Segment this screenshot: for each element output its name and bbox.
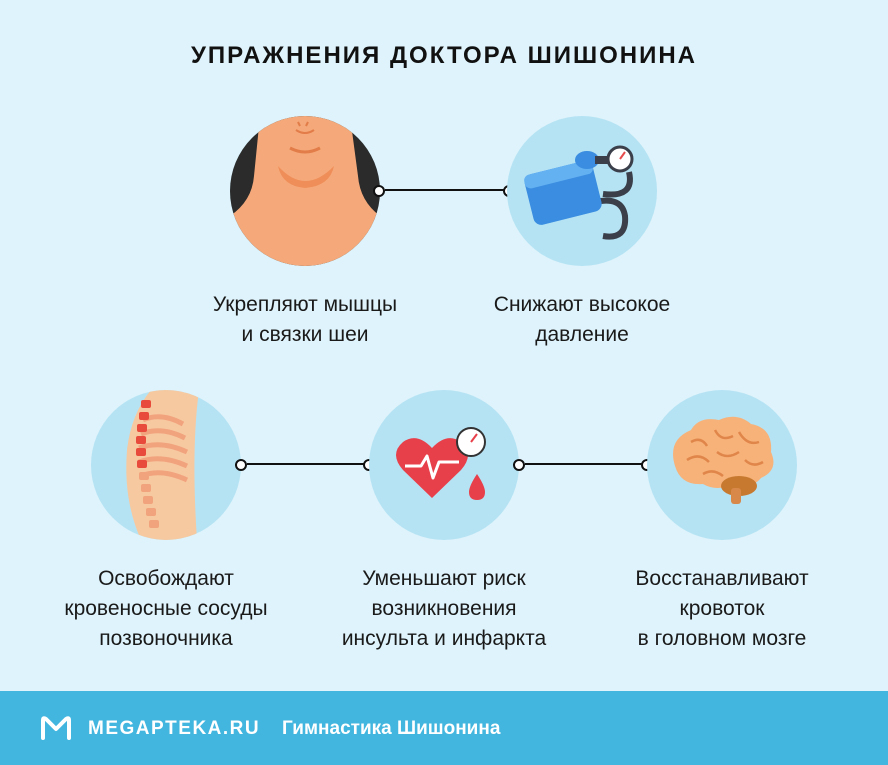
spine-circle <box>91 390 241 540</box>
heart-circle <box>369 390 519 540</box>
caption-neck: Укрепляют мышцы и связки шеи <box>212 293 398 346</box>
connector-dot <box>373 185 385 197</box>
site-name[interactable]: MEGAPTEKA.RU <box>88 718 261 739</box>
connector-line <box>247 463 364 465</box>
connector-line <box>385 189 505 191</box>
connector-dot <box>513 459 525 471</box>
caption-brain: Восстанавливают кровоток в головном мозг… <box>635 567 809 650</box>
page-title: УПРАЖНЕНИЯ ДОКТОРА ШИШОНИНА <box>191 42 697 69</box>
megapteka-logo-icon[interactable] <box>40 715 72 741</box>
connector-dot <box>235 459 247 471</box>
neck-circle <box>230 116 380 266</box>
caption-heart: Уменьшают риск возникновения инсульта и … <box>341 567 547 650</box>
brain-icon <box>673 416 774 504</box>
footer-bar: MEGAPTEKA.RU Гимнастика Шишонина <box>0 691 888 765</box>
tonometer-icon <box>524 145 634 240</box>
heart-icon <box>396 427 486 500</box>
caption-spine: Освобождают кровеносные сосуды позвоночн… <box>64 567 268 650</box>
brain-circle <box>647 390 797 540</box>
footer-subtitle: Гимнастика Шишонина <box>282 718 501 739</box>
connector-line <box>525 463 642 465</box>
spine-icon <box>126 390 199 540</box>
caption-pressure: Снижают высокое давление <box>493 293 671 346</box>
neck-icon <box>230 116 380 266</box>
tonometer-circle <box>507 116 657 266</box>
